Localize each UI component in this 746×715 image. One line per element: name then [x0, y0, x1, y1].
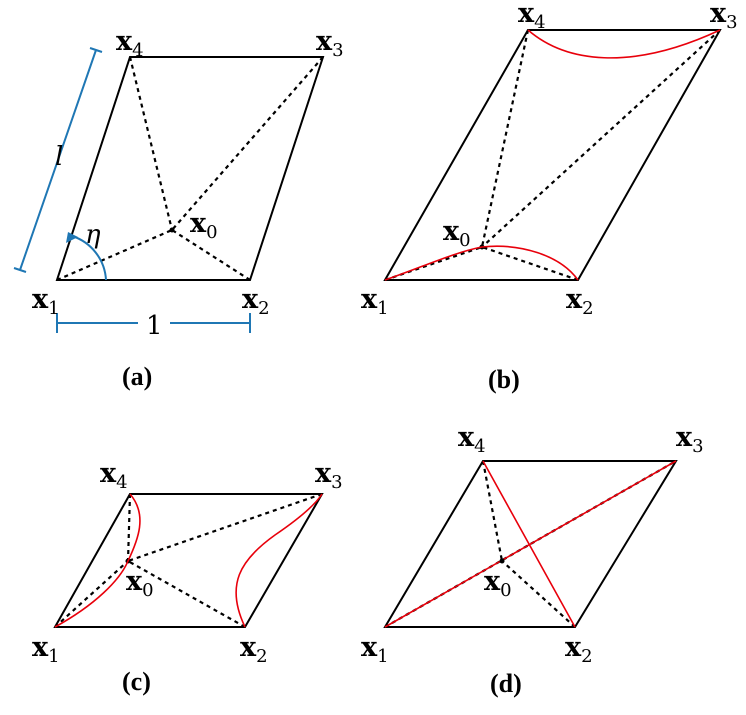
panel-a: l η 1 x4 x3 x0 x1 x2 (a): [13, 26, 344, 391]
label-x0-a: x0: [190, 208, 218, 243]
label-x4-b: x4: [518, 0, 546, 33]
diagonals-c: [54, 492, 323, 628]
label-x1-c: x1: [32, 632, 60, 667]
label-x0-d: x0: [484, 566, 512, 601]
label-x0-b: x0: [443, 216, 471, 251]
length-l-dimension: [13, 47, 103, 273]
label-x2-b: x2: [566, 284, 594, 319]
angle-eta-arc: [71, 235, 107, 281]
curve-left-c: [54, 493, 141, 628]
caption-d: (d): [490, 669, 522, 698]
label-x2-a: x2: [242, 284, 270, 319]
panel-b: x4 x3 x0 x1 x2 (b): [361, 0, 738, 394]
diagonals-d: [384, 460, 677, 628]
label-x1-b: x1: [361, 284, 389, 319]
label-eta: η: [85, 220, 101, 250]
label-x3-b: x3: [710, 0, 738, 33]
label-x1-a: x1: [32, 284, 60, 319]
panel-c: x4 x3 x0 x1 x2 (c): [32, 458, 343, 696]
label-x3-a: x3: [316, 26, 344, 61]
label-x4-d: x4: [458, 422, 486, 457]
straight-diagonals-d: [384, 460, 677, 628]
angle-arrowhead: [66, 232, 78, 243]
label-x4-c: x4: [100, 458, 128, 493]
caption-a: (a): [122, 362, 152, 391]
label-x0-c: x0: [126, 566, 154, 601]
diagonals-b: [384, 29, 721, 282]
label-x3-c: x3: [315, 458, 343, 493]
curve-bottom-b: [384, 245, 579, 281]
label-x1-d: x1: [361, 632, 389, 667]
caption-c: (c): [122, 667, 151, 696]
label-x3-d: x3: [676, 422, 704, 457]
point-x0-d: [499, 558, 505, 564]
panel-d: x4 x3 x0 x1 x2 (d): [361, 422, 704, 698]
label-x2-c: x2: [240, 632, 268, 667]
unit-label-bg: [138, 306, 170, 340]
curve-top-b: [527, 29, 721, 59]
parallelogram-b: [383, 29, 722, 281]
label-x4-a: x4: [116, 26, 144, 61]
parallelogram-c: [53, 493, 324, 628]
label-l: l: [55, 142, 63, 172]
caption-b: (b): [488, 365, 520, 394]
curve-right-c: [235, 493, 323, 628]
label-unit: 1: [146, 311, 163, 341]
label-x2-d: x2: [565, 632, 593, 667]
point-x0-a: [169, 227, 175, 233]
